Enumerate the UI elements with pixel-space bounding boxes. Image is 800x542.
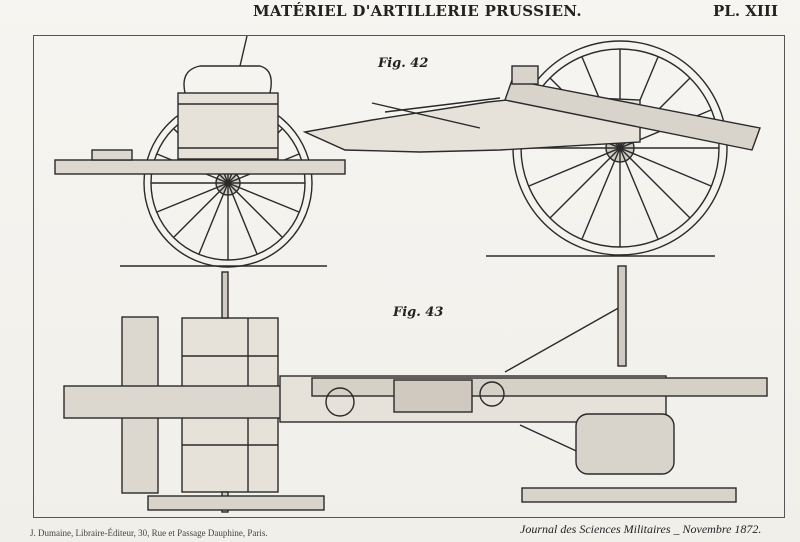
publisher-imprint: J. Dumaine, Libraire-Éditeur, 30, Rue et…: [30, 528, 268, 538]
plate-frame: [33, 35, 785, 518]
plate-title: MATÉRIEL D'ARTILLERIE PRUSSIEN.: [253, 2, 582, 20]
plate-number: PL. XIII: [713, 2, 778, 20]
fig-43-label: Fig. 43: [393, 305, 444, 320]
fig-42-label: Fig. 42: [378, 56, 429, 71]
journal-citation: Journal des Sciences Militaires _ Novemb…: [520, 522, 762, 536]
